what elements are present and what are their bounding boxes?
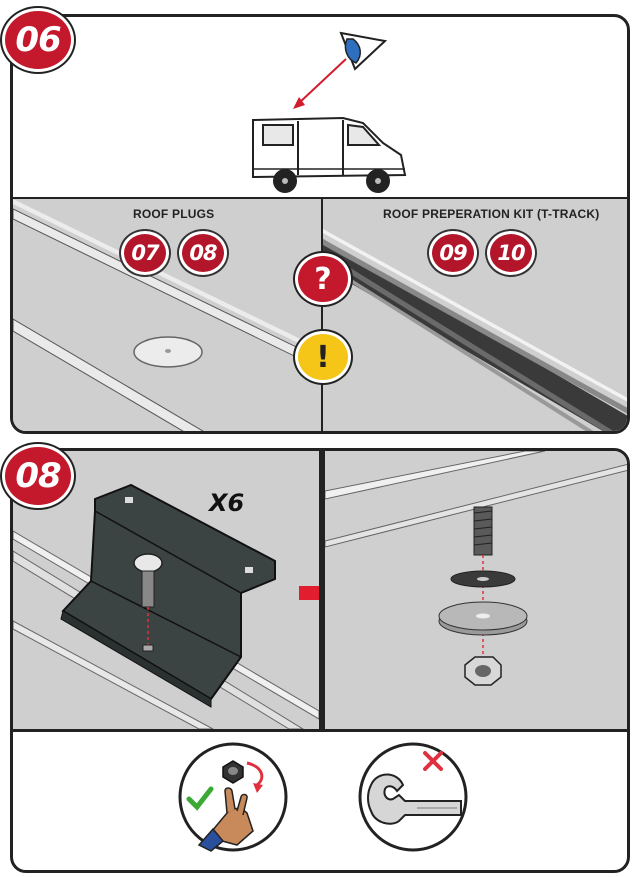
- option-divider: [321, 199, 323, 431]
- van-illustration: [252, 31, 407, 193]
- threaded-stud-icon: [473, 506, 493, 556]
- t-track-panel: ROOF PREPERATION KIT (T-TRACK) 09 10: [323, 199, 627, 431]
- hardware-illustration: [325, 451, 627, 686]
- bolt-head-icon: [133, 553, 163, 573]
- warning-icon: !: [295, 331, 351, 383]
- eye-view-icon: [339, 31, 388, 71]
- roof-plug-illustration: [13, 199, 321, 431]
- roof-plugs-title: ROOF PLUGS: [133, 207, 215, 221]
- bracket-divider: [319, 451, 325, 729]
- t-track-illustration: [323, 229, 627, 431]
- nut-icon: [464, 656, 502, 686]
- bottom-divider: [13, 729, 627, 732]
- t-track-title: ROOF PREPERATION KIT (T-TRACK): [383, 207, 600, 221]
- ref-badge-10: 10: [487, 231, 535, 275]
- bracket-illustration: [13, 483, 319, 729]
- step-06-badge: 06: [2, 8, 74, 72]
- roof-plugs-panel: ROOF PLUGS 07 08: [13, 199, 321, 431]
- step-06-panel: ROOF PLUGS 07 08 ROOF PREPERATION KIT (T…: [10, 14, 630, 434]
- warning-mark-text: !: [316, 339, 330, 375]
- ref-badge-07: 07: [121, 231, 169, 275]
- question-mark-text: ?: [314, 261, 332, 297]
- no-wrench-icon: [358, 742, 468, 852]
- quantity-label: X6: [209, 489, 245, 517]
- bracket-icon: [60, 483, 276, 708]
- hardware-panel: [325, 451, 627, 729]
- ref-badge-08: 08: [179, 231, 227, 275]
- hand-tighten-icon: [178, 742, 288, 852]
- ref-badge-09: 09: [429, 231, 477, 275]
- step-08-panel: X6: [10, 448, 630, 873]
- step-06-divider: [13, 197, 627, 199]
- van-icon: [252, 116, 407, 193]
- question-mark-icon: ?: [295, 253, 351, 305]
- view-direction-arrow: [298, 58, 347, 104]
- bolt-shaft-icon: [141, 570, 155, 608]
- step-08-badge: 08: [2, 444, 74, 508]
